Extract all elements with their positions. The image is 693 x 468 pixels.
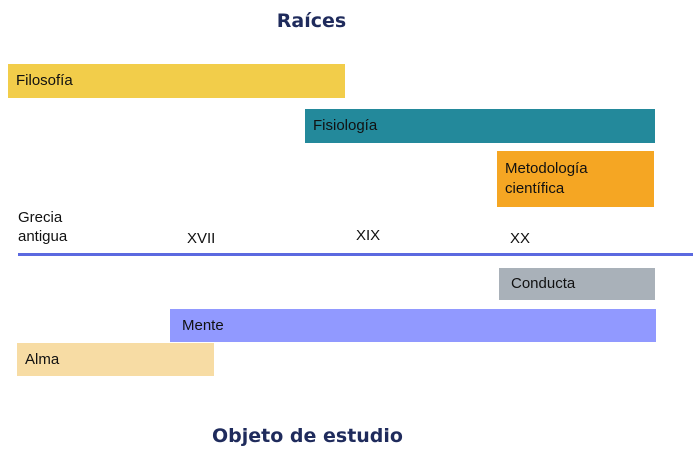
bar-fisiologia-label: Fisiología: [313, 117, 378, 134]
timeline-axis: [18, 253, 693, 256]
era-xx: XX: [510, 230, 531, 247]
bar-conducta-label: Conducta: [511, 275, 576, 292]
bar-mente-label: Mente: [182, 316, 224, 334]
bar-conducta: Conducta: [499, 268, 655, 300]
roots-title: Raíces: [276, 10, 347, 32]
era-grecia-antigua: Grecia antigua: [18, 209, 68, 245]
bar-metodologia-label: Metodología científica: [505, 160, 588, 197]
bar-alma-label: Alma: [25, 350, 60, 368]
bar-alma: Alma: [17, 343, 214, 376]
bar-metodologia: Metodología científica: [497, 151, 654, 207]
era-xix: XIX: [356, 227, 381, 244]
bar-filosofia-label: Filosofía: [16, 72, 73, 89]
bar-filosofia: Filosofía: [8, 64, 345, 98]
bar-fisiologia: Fisiología: [305, 109, 655, 143]
object-of-study-title: Objeto de estudio: [212, 425, 403, 447]
bar-mente: Mente: [170, 309, 656, 342]
era-xvii: XVII: [187, 230, 216, 247]
